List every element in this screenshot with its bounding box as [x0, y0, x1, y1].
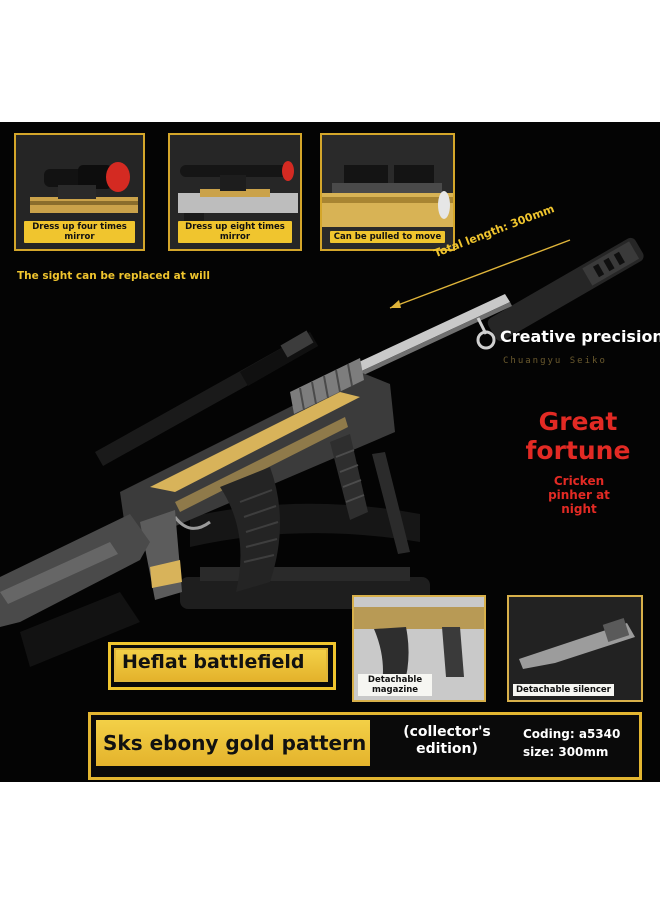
heflat-label: Heflat battlefield	[122, 651, 305, 673]
heflat-label-box	[114, 648, 328, 682]
inset-pulled-to-move: Can be pulled to move	[320, 133, 455, 251]
inset-detachable-magazine: Detachable magazine	[352, 595, 486, 702]
inset-four-times-mirror: Dress up four times mirror	[14, 133, 145, 251]
silencer-illustration	[509, 597, 641, 700]
inset-caption: Can be pulled to move	[330, 231, 445, 243]
product-name: Sks ebony gold pattern	[103, 731, 367, 755]
product-banner: Dress up four times mirror Dress up eigh…	[0, 122, 660, 782]
rail-illustration	[322, 135, 453, 249]
edition: (collector's edition)	[403, 724, 491, 757]
inset-caption: Detachable magazine	[358, 674, 432, 696]
inset-caption: Detachable silencer	[513, 684, 614, 696]
length-arrow	[389, 239, 571, 309]
sight-note: The sight can be replaced at will	[17, 270, 210, 282]
great-fortune: Great fortune	[525, 407, 631, 465]
inset-caption: Dress up four times mirror	[24, 221, 135, 243]
creative-precision: Creative precision	[500, 327, 660, 346]
size: size: 300mm	[523, 745, 609, 759]
cricken-text: Cricken pinher at night	[548, 474, 610, 516]
inset-caption: Dress up eight times mirror	[178, 221, 292, 243]
rifle-illustration	[0, 237, 644, 667]
watermark-text: Chuangyu Seiko	[503, 356, 607, 366]
product-name-box	[96, 720, 370, 766]
inset-detachable-silencer: Detachable silencer	[507, 595, 643, 702]
inset-eight-times-mirror: Dress up eight times mirror	[168, 133, 302, 251]
coding: Coding: a5340	[523, 727, 621, 741]
